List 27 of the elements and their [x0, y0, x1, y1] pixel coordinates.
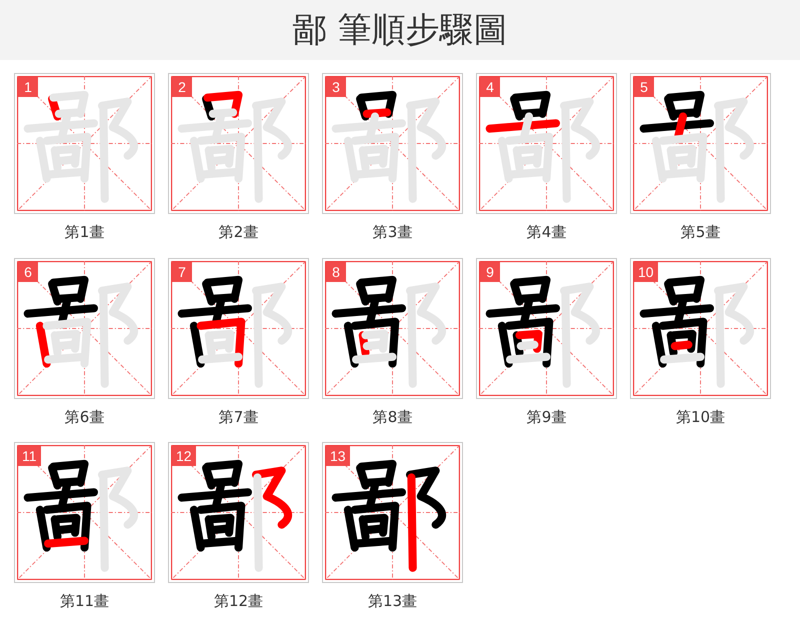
step-number: 2 — [172, 77, 192, 97]
step-caption: 第9畫 — [526, 408, 566, 426]
step-number: 7 — [172, 262, 192, 282]
step-number: 5 — [634, 77, 654, 97]
step-number: 1 — [18, 77, 38, 97]
step-number: 11 — [18, 446, 41, 466]
step-caption: 第5畫 — [680, 223, 720, 241]
step-number: 3 — [326, 77, 346, 97]
step-caption: 第7畫 — [218, 408, 258, 426]
step-caption: 第8畫 — [372, 408, 412, 426]
step-caption: 第11畫 — [60, 592, 110, 610]
step-caption: 第13畫 — [368, 592, 418, 610]
step-number: 8 — [326, 262, 346, 282]
step-caption: 第12畫 — [214, 592, 264, 610]
step-caption: 第1畫 — [64, 223, 104, 241]
step-number: 9 — [480, 262, 500, 282]
step-number: 10 — [634, 262, 658, 282]
step-caption: 第4畫 — [526, 223, 566, 241]
step-caption: 第6畫 — [64, 408, 104, 426]
step-number: 4 — [480, 77, 500, 97]
step-number: 13 — [326, 446, 350, 466]
page-title: 鄙 筆順步驟圖 — [292, 11, 508, 49]
step-caption: 第10畫 — [676, 408, 726, 426]
step-caption: 第3畫 — [372, 223, 412, 241]
step-number: 12 — [172, 446, 196, 466]
step-number: 6 — [18, 262, 38, 282]
step-caption: 第2畫 — [218, 223, 258, 241]
